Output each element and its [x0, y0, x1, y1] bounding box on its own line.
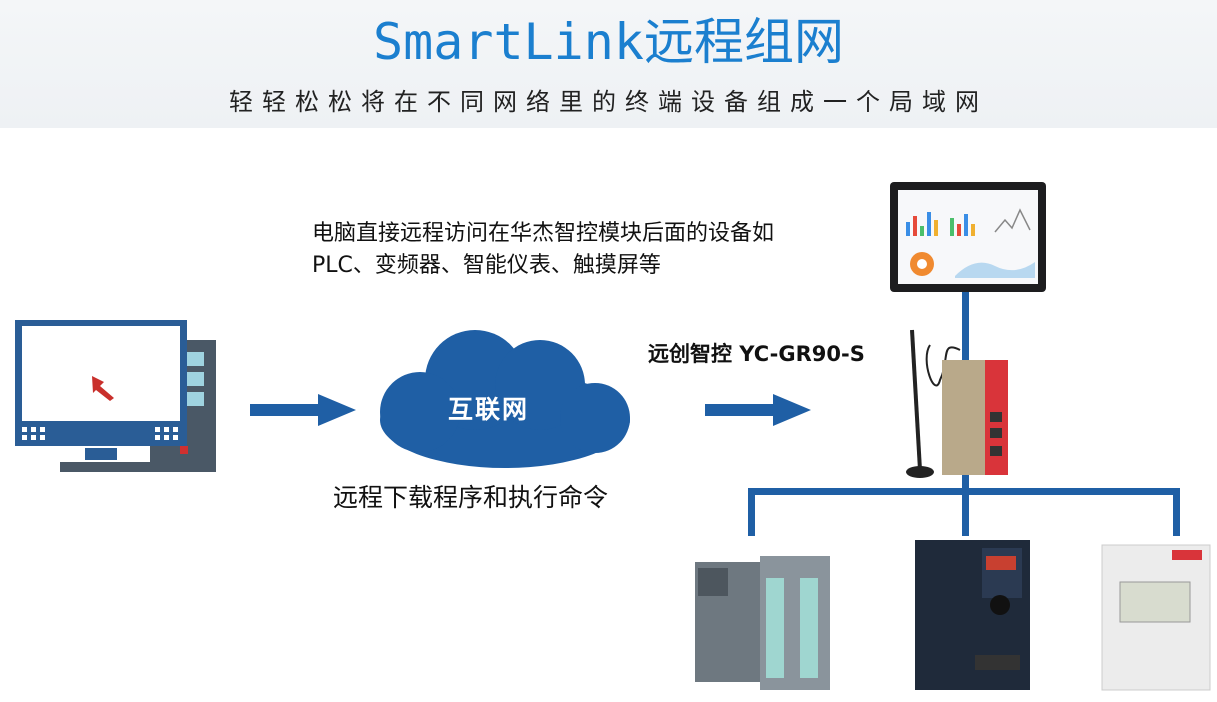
computer-icon — [15, 320, 216, 472]
touchscreen-icon — [890, 182, 1046, 292]
page-title: SmartLink远程组网 — [373, 13, 844, 71]
meter-icon — [1101, 544, 1211, 691]
cloud-icon — [380, 330, 630, 468]
inverter-icon — [915, 540, 1030, 690]
description-text: 电脑直接远程访问在华杰智控模块后面的设备如PLC、变频器、智能仪表、触摸屏等 — [312, 221, 775, 278]
arrow-icon — [250, 394, 811, 426]
router-label: 远创智控 YC-GR90-S — [648, 342, 865, 366]
cloud-label: 互联网 — [448, 395, 530, 424]
caption-text: 远程下载程序和执行命令 — [333, 483, 609, 512]
header-band — [0, 0, 1217, 128]
router-icon — [906, 329, 1008, 478]
plc-icon — [695, 556, 830, 690]
page-subtitle: 轻轻松松将在不同网络里的终端设备组成一个局域网 — [229, 88, 988, 116]
